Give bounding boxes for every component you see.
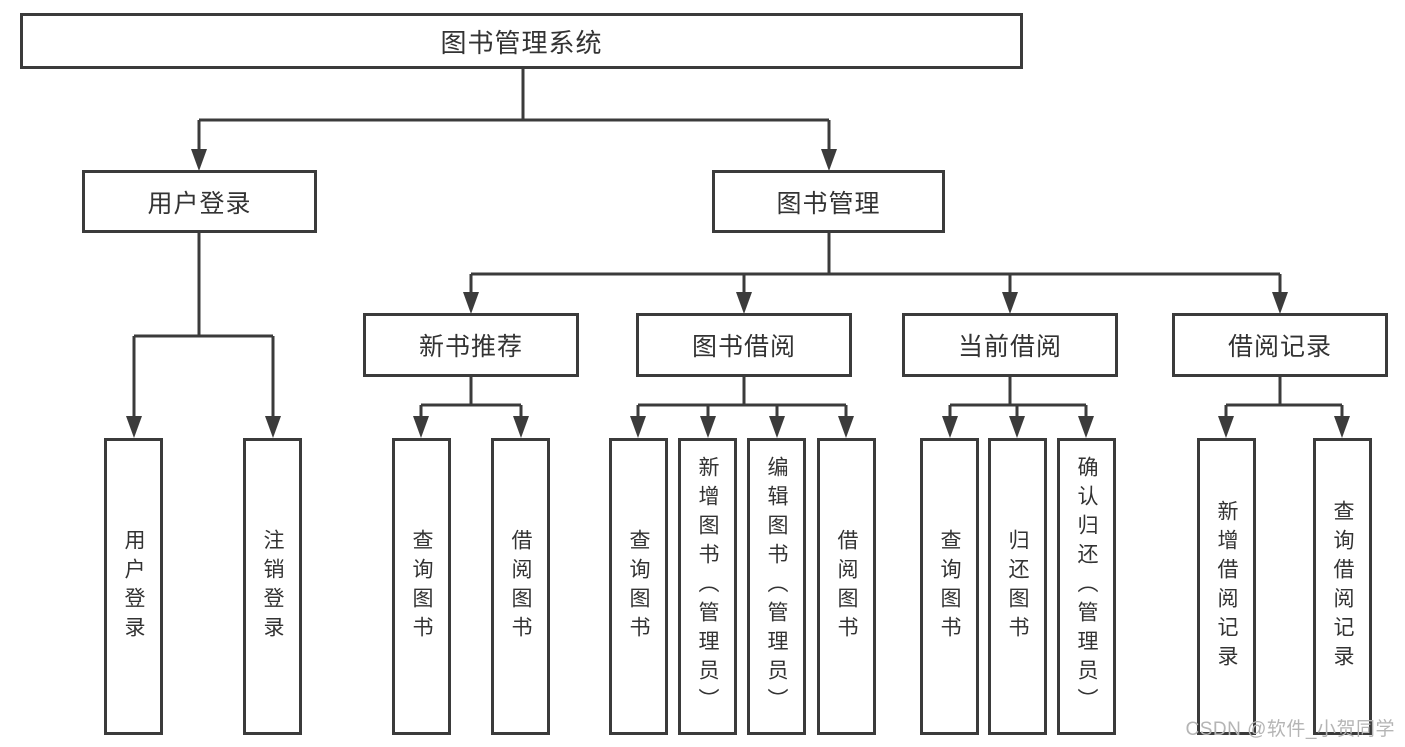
arrowhead-leaf-borrow-books-2 [838, 416, 854, 438]
arrowhead-leaf-query-books-2 [630, 416, 646, 438]
arrowhead-book-management [821, 149, 837, 171]
arrowhead-leaf-logout [265, 416, 281, 438]
arrowhead-leaf-query-books-3 [942, 416, 958, 438]
leaf-query-books-1-label: 查询图书 [410, 528, 433, 645]
arrowhead-book-borrowing [736, 292, 752, 314]
leaf-add-books-admin-label: 新增图书（管理员） [696, 456, 719, 717]
connector-root-to-level2 [191, 69, 837, 171]
leaf-borrow-books-1-label: 借阅图书 [509, 528, 532, 645]
connector-current-borrow-to-leaves [942, 377, 1094, 438]
arrowhead-leaf-edit-books [769, 416, 785, 438]
arrowhead-leaf-add-books [700, 416, 716, 438]
leaf-query-books-3-label: 查询图书 [938, 528, 961, 645]
leaf-logout-label: 注销登录 [261, 528, 284, 645]
node-root-system: 图书管理系统 [20, 13, 1023, 69]
leaf-add-borrow-record: 新增借阅记录 [1197, 438, 1256, 735]
node-user-login: 用户登录 [82, 170, 317, 233]
arrowhead-leaf-query-record [1334, 416, 1350, 438]
leaf-edit-books-admin-label: 编辑图书（管理员） [765, 456, 788, 717]
connector-user-login-to-leaves [126, 233, 281, 438]
leaf-confirm-return-admin: 确认归还（管理员） [1057, 438, 1116, 735]
node-book-borrowing-label: 图书借阅 [691, 333, 796, 361]
arrowhead-leaf-confirm-return [1078, 416, 1094, 438]
node-borrow-records-label: 借阅记录 [1227, 333, 1332, 361]
arrowhead-leaf-add-record [1218, 416, 1234, 438]
leaf-add-books-admin: 新增图书（管理员） [678, 438, 737, 735]
leaf-user-login-label: 用户登录 [122, 528, 145, 645]
node-new-book-recommend-label: 新书推荐 [418, 333, 523, 361]
arrowhead-borrow-records [1272, 292, 1288, 314]
node-new-book-recommend: 新书推荐 [363, 313, 579, 377]
arrowhead-new-book-recommend [463, 292, 479, 314]
connector-book-borrow-to-leaves [630, 377, 854, 438]
leaf-query-books-3: 查询图书 [920, 438, 979, 735]
node-user-login-label: 用户登录 [147, 189, 252, 218]
node-borrow-records: 借阅记录 [1172, 313, 1388, 377]
leaf-user-login: 用户登录 [104, 438, 163, 735]
arrowhead-leaf-user-login [126, 416, 142, 438]
leaf-logout: 注销登录 [243, 438, 302, 735]
leaf-query-books-2: 查询图书 [609, 438, 668, 735]
leaf-confirm-return-admin-label: 确认归还（管理员） [1075, 456, 1098, 717]
connector-book-management-to-level3 [463, 233, 1288, 314]
arrowhead-leaf-borrow-books-1 [513, 416, 529, 438]
node-book-management-label: 图书管理 [776, 189, 881, 218]
leaf-borrow-books-2: 借阅图书 [817, 438, 876, 735]
leaf-query-books-2-label: 查询图书 [627, 528, 650, 645]
arrowhead-leaf-query-books-1 [413, 416, 429, 438]
arrowhead-leaf-return-books [1009, 416, 1025, 438]
leaf-return-books-label: 归还图书 [1006, 528, 1029, 645]
connector-borrow-records-to-leaves [1218, 377, 1350, 438]
leaf-borrow-books-2-label: 借阅图书 [835, 528, 858, 645]
connector-new-book-to-leaves [413, 377, 529, 438]
leaf-add-borrow-record-label: 新增借阅记录 [1215, 499, 1238, 674]
leaf-query-books-1: 查询图书 [392, 438, 451, 735]
node-current-borrowing-label: 当前借阅 [957, 333, 1062, 361]
arrowhead-user-login [191, 149, 207, 171]
node-book-borrowing: 图书借阅 [636, 313, 852, 377]
leaf-query-borrow-record-label: 查询借阅记录 [1331, 499, 1354, 674]
leaf-borrow-books-1: 借阅图书 [491, 438, 550, 735]
leaf-edit-books-admin: 编辑图书（管理员） [747, 438, 806, 735]
leaf-return-books: 归还图书 [988, 438, 1047, 735]
node-book-management: 图书管理 [712, 170, 945, 233]
arrowhead-current-borrowing [1002, 292, 1018, 314]
node-root-system-label: 图书管理系统 [440, 27, 603, 58]
node-current-borrowing: 当前借阅 [902, 313, 1118, 377]
leaf-query-borrow-record: 查询借阅记录 [1313, 438, 1372, 735]
